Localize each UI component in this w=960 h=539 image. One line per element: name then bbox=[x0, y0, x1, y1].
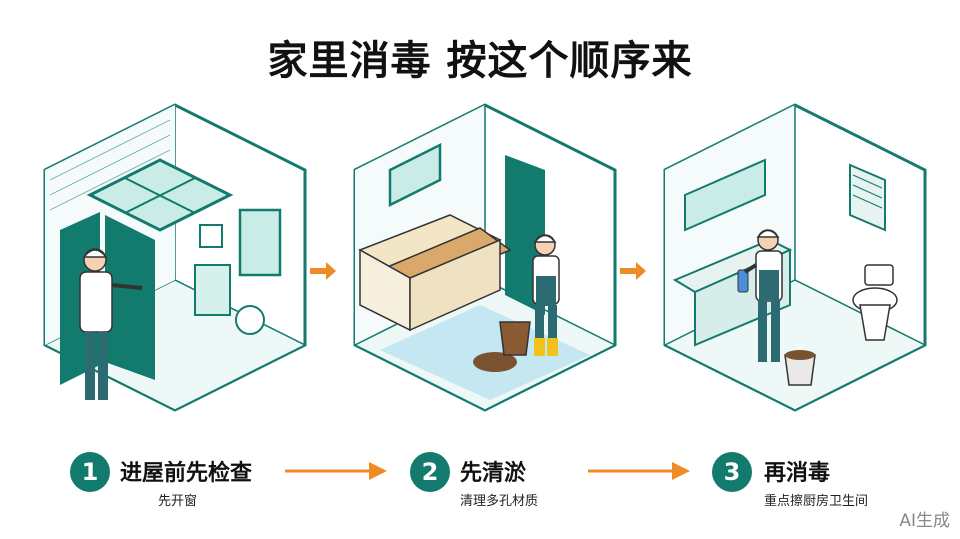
step-1-subtitle: 先开窗 bbox=[158, 494, 198, 509]
ai-generated-watermark: AI生成 bbox=[899, 511, 950, 531]
page-title: 家里消毒 按这个顺序来 bbox=[267, 38, 693, 84]
scene-arrow-1 bbox=[310, 262, 336, 280]
scene-arrow-2 bbox=[620, 262, 646, 280]
step-2-title: 先清淤 bbox=[460, 461, 527, 486]
step-arrow-1 bbox=[285, 462, 387, 480]
step-2-number: 2 bbox=[410, 452, 450, 492]
step-3-subtitle: 重点擦厨房卫生间 bbox=[764, 494, 869, 509]
step-arrow-2 bbox=[588, 462, 690, 480]
scene-entrance-inspection bbox=[43, 103, 307, 412]
step-1-title: 进屋前先检查 bbox=[120, 461, 253, 486]
step-2-subtitle: 清理多孔材质 bbox=[460, 494, 539, 509]
step-3-number: 3 bbox=[712, 452, 752, 492]
scene-kitchen-bathroom-disinfection bbox=[663, 103, 927, 412]
step-1-number: 1 bbox=[70, 452, 110, 492]
step-3-title: 再消毒 bbox=[764, 461, 831, 486]
scene-silt-cleanup bbox=[353, 103, 617, 412]
